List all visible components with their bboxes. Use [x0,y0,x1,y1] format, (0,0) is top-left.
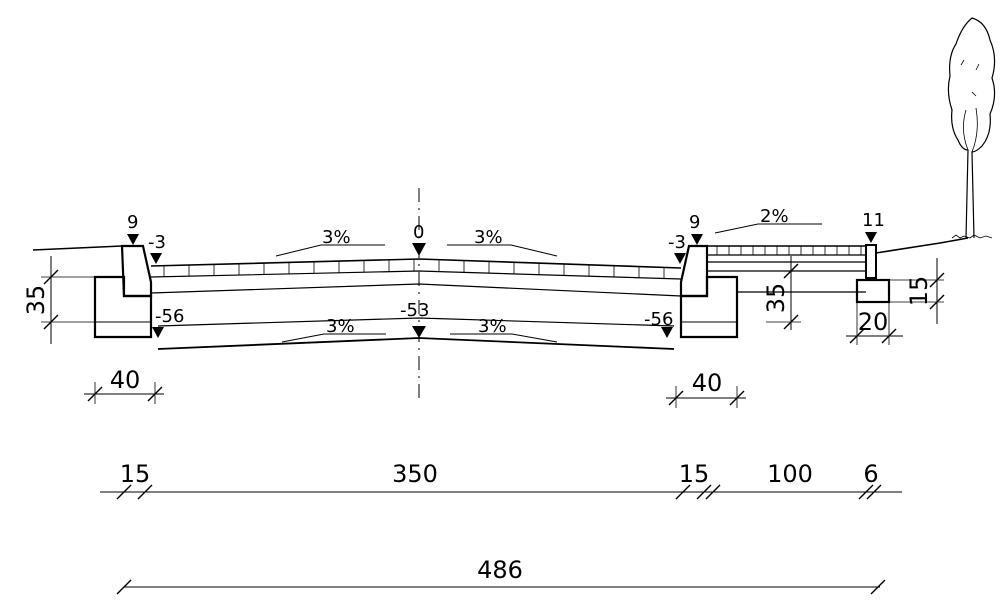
slope-arrow-sub-left [281,333,386,343]
dim-edge-height: 15 [889,258,945,324]
elevation-left-curb: 9 [127,212,138,233]
slope-sub-right: 3% [478,316,507,337]
elevation-right-subgrade: -56 [644,309,673,330]
elevation-marker-right-gutter [674,253,686,264]
right-curb [679,244,739,339]
dim-right-curb-width: 40 [666,369,746,408]
elevation-marker-left-gutter [150,253,162,264]
elevation-marker-axis-subgrade [412,326,426,338]
elevation-axis-top: 0 [413,222,424,243]
slope-arrow-road-right [447,244,558,257]
dim-left-curb-height-label: 35 [22,285,50,316]
dim-seg-right-curb-label: 15 [679,460,710,488]
dim-total-width-label: 486 [477,556,523,584]
elevation-right-gutter: -3 [668,232,686,253]
dim-right-curb-width-label: 40 [692,369,723,397]
dim-right-curb-height: 35 [762,256,801,330]
elevation-left-subgrade: -56 [155,306,184,327]
slope-sidewalk: 2% [760,206,789,227]
dim-edge-width-label: 20 [858,308,889,336]
elevation-left-gutter: -3 [148,232,166,253]
slope-road-right: 3% [474,227,503,248]
dim-right-curb-height-label: 35 [762,283,790,314]
dim-seg-carriageway-label: 350 [392,460,438,488]
dim-seg-edge-label: 6 [863,460,878,488]
ground-line-right [875,237,969,254]
slope-arrow-sidewalk [714,223,822,234]
subgrade-top-line [157,317,675,327]
elevation-sidewalk-edge: 11 [862,210,885,231]
short-horizontal-dimensions: 40 40 20 [84,302,903,408]
road-pavement [150,258,682,297]
slope-arrow-sub-right [450,333,558,343]
subgrade-line [157,337,675,350]
elevation-axis-subgrade: -53 [400,300,429,321]
elevation-marker-axis [412,243,426,256]
slope-indicators: 3% 3% 3% 3% 2% [275,206,822,343]
edge-curb [855,244,891,304]
dim-left-curb-height: 35 [22,256,95,344]
total-dimension: 486 [116,556,886,595]
segment-dimension-chain: 15 350 15 100 6 [100,460,902,500]
dim-edge-width: 20 [846,302,903,345]
elevation-marker-left-curb [127,234,139,245]
elevation-marker-right-subgrade [661,327,673,338]
elevation-marker-right-curb [691,234,703,245]
dim-seg-sidewalk-label: 100 [767,460,813,488]
dim-left-curb-width: 40 [84,366,164,404]
slope-arrow-road-left [275,244,385,257]
dim-seg-left-curb-label: 15 [120,460,151,488]
dim-left-curb-width-label: 40 [110,366,141,394]
tree-icon [947,17,996,239]
elevation-marker-left-subgrade [152,327,164,338]
left-curb [93,244,153,339]
dim-edge-height-label: 15 [905,276,933,307]
sidewalk [707,245,866,293]
slope-sub-left: 3% [326,316,355,337]
ground-line-left [32,245,123,251]
elevation-marker-sidewalk-edge [865,232,877,243]
elevation-right-curb: 9 [689,212,700,233]
slope-road-left: 3% [322,227,351,248]
elevation-markers: 9 -3 0 9 -3 11 -56 -53 -56 [127,210,885,338]
vertical-dimensions: 35 35 15 [22,256,945,344]
